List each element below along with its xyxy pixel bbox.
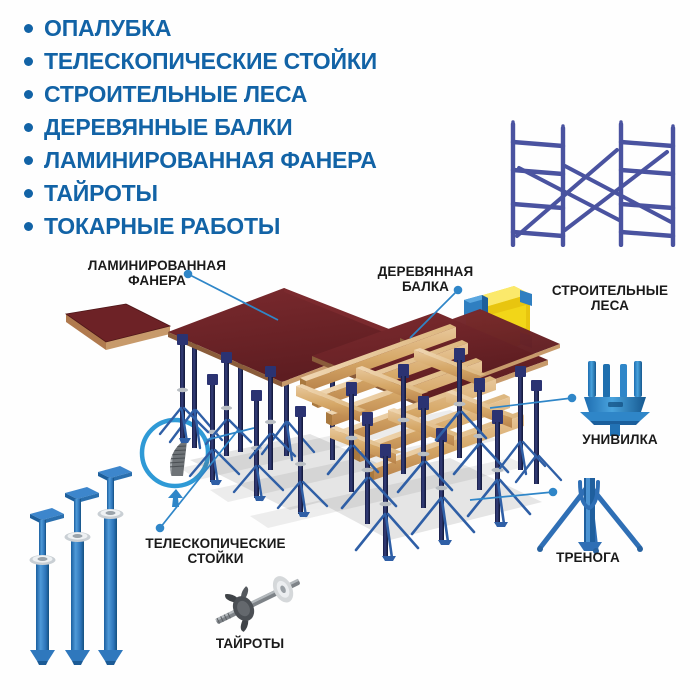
bullet-label: ТЕЛЕСКОПИЧЕСКИЕ СТОЙКИ xyxy=(44,48,377,74)
bullet-dot-icon xyxy=(24,57,33,66)
bullet-label: ТАЙРОТЫ xyxy=(44,180,158,206)
caption-tripod: ТРЕНОГА xyxy=(556,550,620,565)
laminated-plywood-sheet-illustration xyxy=(64,303,172,350)
caption-scaffold: СТРОИТЕЛЬНЫЕ ЛЕСА xyxy=(551,283,669,314)
feature-bullet-list: ОПАЛУБКА ТЕЛЕСКОПИЧЕСКИЕ СТОЙКИ СТРОИТЕЛ… xyxy=(24,12,494,243)
bullet-dot-icon xyxy=(24,189,33,198)
bullet-label: ТОКАРНЫЕ РАБОТЫ xyxy=(44,213,281,239)
list-item: ДЕРЕВЯННЫЕ БАЛКИ xyxy=(24,111,494,144)
bullet-dot-icon xyxy=(24,156,33,165)
telescopic-props-group-illustration xyxy=(29,466,132,665)
prop-group-front xyxy=(326,348,532,561)
tie-rod-tayrot-illustration xyxy=(215,576,300,632)
bullet-label: СТРОИТЕЛЬНЫЕ ЛЕСА xyxy=(44,81,308,107)
telescopic-prop xyxy=(29,508,64,665)
caption-plywood: ЛАМИНИРОВАННАЯ ФАНЕРА xyxy=(87,258,227,289)
list-item: СТРОИТЕЛЬНЫЕ ЛЕСА xyxy=(24,78,494,111)
bullet-dot-icon xyxy=(24,222,33,231)
telescopic-prop xyxy=(64,487,99,665)
caption-tierod: ТАЙРОТЫ xyxy=(215,636,285,651)
bullet-label: ДЕРЕВЯННЫЕ БАЛКИ xyxy=(44,114,293,140)
bullet-label: ЛАМИНИРОВАННАЯ ФАНЕРА xyxy=(44,147,377,173)
scaffold-cross-brace xyxy=(515,148,673,238)
bullet-dot-icon xyxy=(24,123,33,132)
list-item: ЛАМИНИРОВАННАЯ ФАНЕРА xyxy=(24,144,494,177)
list-item: ОПАЛУБКА xyxy=(24,12,494,45)
prop-group-right-end xyxy=(498,366,563,484)
caption-forkhead: УНИВИЛКА xyxy=(582,432,658,447)
list-item: ТЕЛЕСКОПИЧЕСКИЕ СТОЙКИ xyxy=(24,45,494,78)
bullet-label: ОПАЛУБКА xyxy=(44,15,172,41)
bullet-dot-icon xyxy=(24,24,33,33)
tripod-stand-trenoga-illustration xyxy=(537,478,643,554)
scaffolding-frames-illustration xyxy=(510,120,676,247)
caption-props: ТЕЛЕСКОПИЧЕСКИЕ СТОЙКИ xyxy=(145,536,286,567)
fork-head-univilka-illustration xyxy=(580,361,650,436)
bullet-dot-icon xyxy=(24,90,33,99)
telescopic-prop xyxy=(97,466,132,665)
list-item: ТАЙРОТЫ xyxy=(24,177,494,210)
slab-formwork-deck-assembly-illustration xyxy=(158,288,563,561)
list-item: ТОКАРНЫЕ РАБОТЫ xyxy=(24,210,494,243)
